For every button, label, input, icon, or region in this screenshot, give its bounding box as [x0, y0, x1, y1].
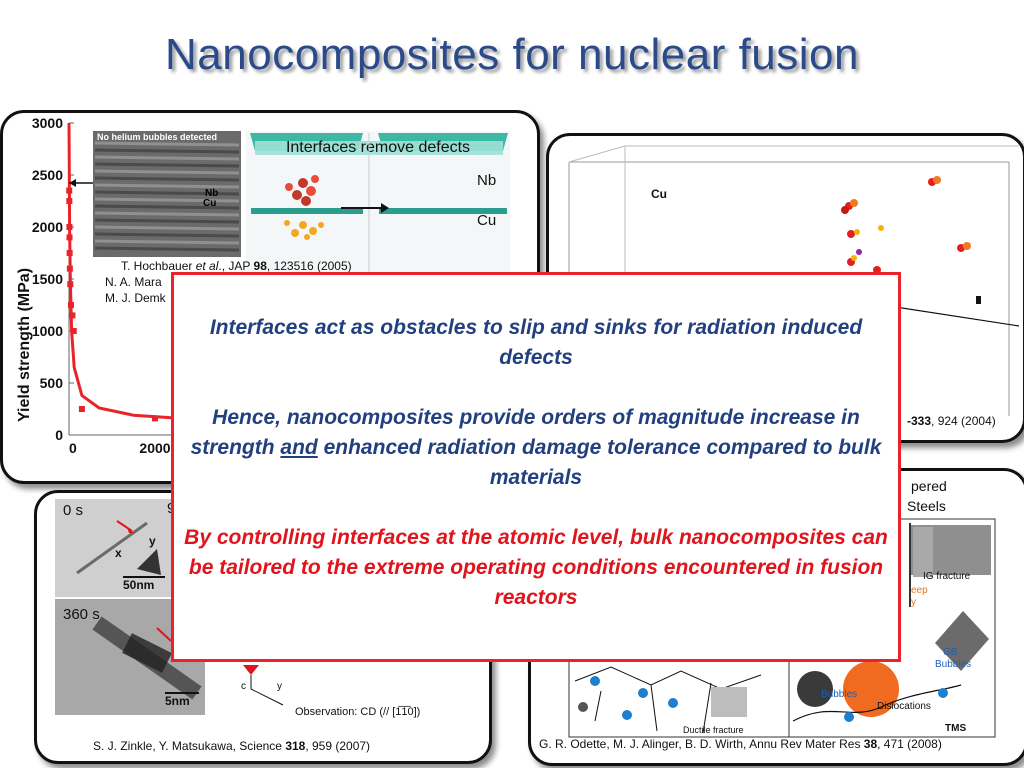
sim-label-nb: Nb	[477, 172, 496, 189]
scale-5nm: 5nm	[165, 694, 190, 708]
data-point	[69, 312, 76, 319]
dislocations-label: Dislocations	[877, 701, 931, 712]
summary-point-2: Hence, nanocomposites provide orders of …	[190, 406, 882, 489]
citation-hochbauer: T. Hochbauer et al., JAP 98, 123516 (200…	[121, 259, 352, 273]
summary-point-3: By controlling interfaces at the atomic …	[184, 526, 888, 609]
tem-stripe	[94, 148, 240, 154]
tem-label-nb: Nb	[205, 188, 218, 199]
data-point	[67, 281, 74, 288]
creep-fragment: eep	[911, 585, 928, 596]
axis-y: y	[277, 681, 282, 692]
partial-steels: Steels	[907, 498, 946, 514]
tem-stripe	[94, 239, 240, 245]
y-tick-label: 0	[55, 427, 63, 443]
tem-label-cu: Cu	[203, 198, 216, 209]
tem-stripe	[94, 176, 240, 182]
data-point	[66, 198, 73, 204]
tem-stripe	[94, 141, 240, 147]
citation-tr: -333, 924 (2004)	[907, 414, 996, 428]
ductile-fracture: Ductile fracture	[683, 725, 744, 735]
citation-demkowicz: M. J. Demk	[105, 291, 166, 305]
time-0s: 0 s	[63, 502, 83, 519]
data-point	[66, 250, 73, 256]
data-point	[70, 328, 77, 334]
tem-stripe	[94, 169, 240, 175]
y-tick-label: 3000	[32, 115, 63, 131]
y-tick-label: 2500	[32, 167, 63, 183]
y-tick-label: 2000	[32, 219, 63, 235]
data-point	[66, 187, 73, 194]
tem-stripe	[94, 204, 240, 210]
tem-stripe	[94, 218, 240, 224]
citation-odette: G. R. Odette, M. J. Alinger, B. D. Wirth…	[539, 737, 942, 751]
tem-stripe	[94, 183, 240, 189]
tem-image: No helium bubbles detected Nb Cu	[69, 131, 241, 257]
tem-stripe	[94, 211, 240, 217]
axis-c: c	[241, 681, 246, 692]
ig-fracture: IG fracture	[923, 571, 971, 582]
tem-caption: No helium bubbles detected	[97, 132, 217, 142]
creep-fragment-2: y	[911, 597, 916, 608]
citation-zinkle: S. J. Zinkle, Y. Matsukawa, Science 318,…	[93, 739, 371, 753]
tem-stripe	[94, 162, 240, 168]
bubbles-label: Bubbles	[821, 689, 857, 700]
observation-label: Observation: CD (// [1̅1̅0])	[295, 706, 420, 718]
tem-stripe	[94, 246, 240, 252]
gb-bubbles-line2: Bubbles	[935, 659, 971, 670]
slide-title: Nanocomposites for nuclear fusion	[165, 30, 859, 79]
label-y: y	[149, 534, 156, 548]
y-tick-label: 1000	[32, 323, 63, 339]
summary-callout: Interfaces act as obstacles to slip and …	[171, 272, 901, 662]
partial-tempered: pered	[911, 478, 947, 494]
y-axis-label: Yield strength (MPa)	[16, 268, 33, 422]
data-point	[66, 234, 73, 241]
citation-mara: N. A. Mara	[105, 275, 162, 289]
data-point	[78, 406, 85, 412]
data-point	[66, 265, 73, 272]
x-tick-label: 2000	[139, 440, 170, 456]
data-point	[67, 302, 74, 308]
x-tick-label: 0	[69, 440, 77, 456]
y-tick-label: 1500	[32, 271, 63, 287]
scale-50nm: 50nm	[123, 578, 154, 592]
sim-label-cu: Cu	[477, 212, 496, 229]
tem-stripe	[94, 155, 240, 161]
label-x: x	[115, 546, 122, 560]
y-tick-label: 500	[40, 375, 64, 391]
gb-bubbles-line1: GB	[943, 647, 958, 658]
tem-arrow-head	[69, 179, 76, 187]
cu-label: Cu	[651, 187, 667, 201]
data-point	[66, 224, 73, 230]
data-point	[152, 415, 158, 422]
tms-label: TMS	[945, 723, 966, 734]
sim-arrow-head	[381, 203, 389, 213]
tem-stripe	[94, 197, 240, 203]
tem-stripe	[94, 232, 240, 238]
tem-stripe	[94, 190, 240, 196]
summary-point-1: Interfaces act as obstacles to slip and …	[209, 316, 863, 369]
tem-stripe	[94, 225, 240, 231]
sim-title: Interfaces remove defects	[286, 139, 470, 156]
time-360s: 360 s	[63, 606, 100, 623]
